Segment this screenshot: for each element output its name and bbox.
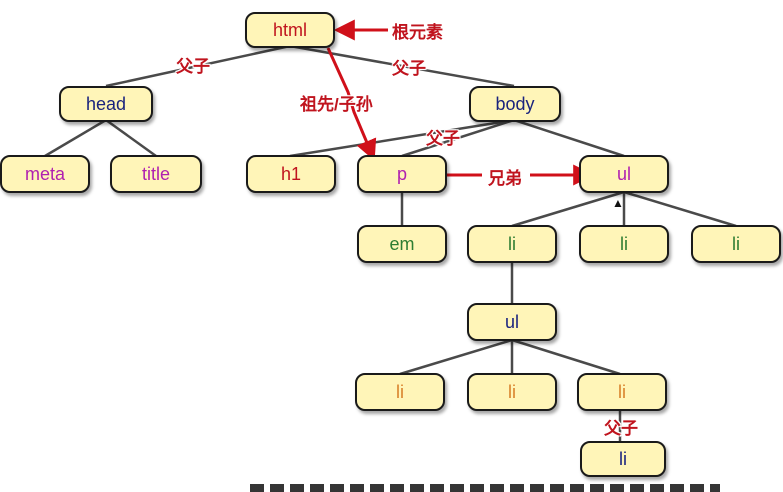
edge-html-body (289, 44, 515, 88)
node-li-2: li (579, 225, 669, 263)
node-title: title (110, 155, 202, 193)
edge-body-h1 (289, 118, 515, 158)
edge-html-head (105, 44, 291, 88)
node-li-d: li (580, 441, 666, 477)
node-li-1: li (467, 225, 557, 263)
label-parent-child-right: 父子 (392, 59, 426, 78)
edge-ul-lia (399, 338, 513, 376)
label-ancestor-descendant: 祖先/子孙 (300, 95, 373, 114)
edge-head-title (105, 118, 157, 158)
node-p: p (357, 155, 447, 193)
edge-ul-li1 (511, 190, 625, 228)
edge-body-p (401, 118, 515, 158)
label-root-element: 根元素 (392, 23, 443, 42)
label-parent-child-left: 父子 (176, 57, 210, 76)
node-li-a: li (355, 373, 445, 411)
label-siblings: 兄弟 (488, 169, 522, 188)
node-li-c: li (577, 373, 667, 411)
arrow-ancestor (326, 47, 377, 161)
node-em: em (357, 225, 447, 263)
node-ul-nested: ul (467, 303, 557, 341)
node-meta: meta (0, 155, 90, 193)
edge-ul-lic (511, 338, 621, 376)
label-parent-child-bottom: 父子 (604, 419, 638, 438)
edge-ul-li3 (623, 190, 737, 228)
edge-head-meta (44, 118, 107, 158)
mouse-cursor-icon: ▲ (612, 196, 624, 210)
node-ul: ul (579, 155, 669, 193)
cropped-subtitle-strip (250, 484, 720, 492)
node-head: head (59, 86, 153, 122)
node-html: html (245, 12, 335, 48)
node-h1: h1 (246, 155, 336, 193)
node-li-3: li (691, 225, 781, 263)
label-parent-child-body: 父子 (426, 129, 460, 148)
node-body: body (469, 86, 561, 122)
node-li-b: li (467, 373, 557, 411)
edge-body-ul (513, 118, 625, 158)
